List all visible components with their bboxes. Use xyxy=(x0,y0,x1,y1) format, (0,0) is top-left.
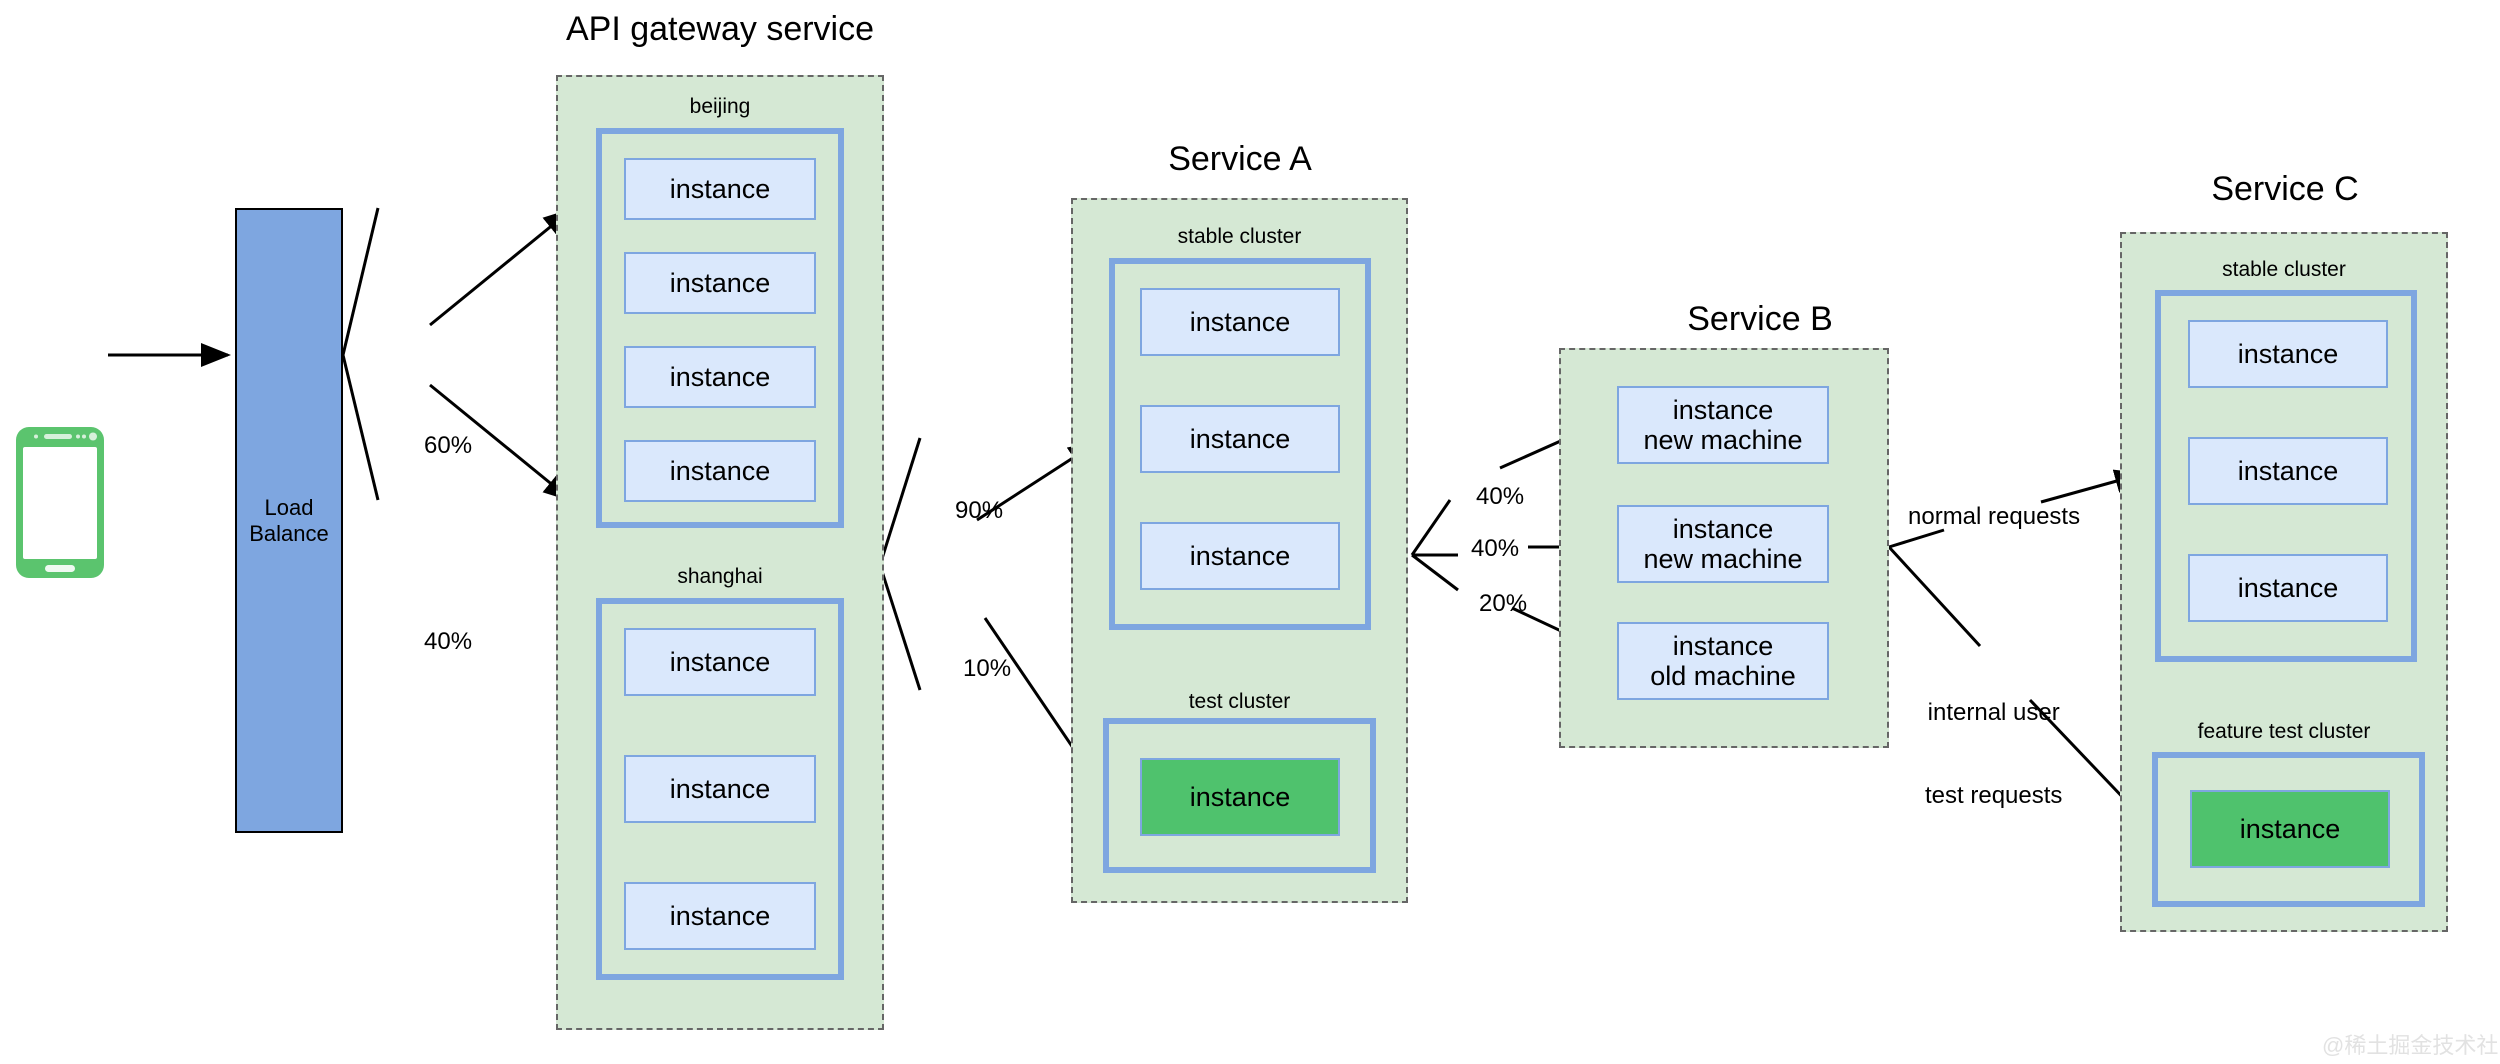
instance-label: instance xyxy=(1189,540,1291,571)
instance-service-c-feature-test-1[interactable]: instance xyxy=(2190,790,2390,868)
instance-label-line1: instance xyxy=(1672,513,1774,544)
instance-service-a-stable-2[interactable]: instance xyxy=(1140,405,1340,473)
instance-label: instance xyxy=(669,646,771,677)
cluster-label-shanghai: shanghai xyxy=(677,565,763,588)
instance-service-c-stable-3[interactable]: instance xyxy=(2188,554,2388,622)
cluster-label-service-c-stable: stable cluster xyxy=(2222,258,2346,281)
instance-service-a-test-1[interactable]: instance xyxy=(1140,758,1340,836)
edge-label-b-to-c-normal-requests: normal requests xyxy=(1908,503,2081,530)
watermark: @稀土掘金技术社区 xyxy=(2322,1033,2500,1058)
group-title-api-gateway-service: API gateway service xyxy=(565,10,875,48)
instance-label-line2: new machine xyxy=(1643,425,1803,455)
instance-label-line2: new machine xyxy=(1643,544,1803,574)
instance-beijing-3[interactable]: instance xyxy=(624,346,816,408)
edge-label-a-to-b-new-1: 40% xyxy=(1476,483,1525,510)
instance-label: instance xyxy=(669,773,771,804)
cluster-label-beijing: beijing xyxy=(689,95,751,118)
instance-service-b-old[interactable]: instance old machine xyxy=(1617,622,1829,700)
instance-service-a-stable-1[interactable]: instance xyxy=(1140,288,1340,356)
load-balance-box[interactable]: Load Balance xyxy=(235,208,343,833)
edge-b-to-c-fan-bot xyxy=(1887,545,1982,648)
instance-shanghai-2[interactable]: instance xyxy=(624,755,816,823)
instance-service-b-new-1[interactable]: instance new machine xyxy=(1617,386,1829,464)
instance-label: instance xyxy=(2237,455,2339,486)
instance-service-a-stable-3[interactable]: instance xyxy=(1140,522,1340,590)
edge-lb-to-shanghai xyxy=(341,354,380,501)
instance-service-b-new-2[interactable]: instance new machine xyxy=(1617,505,1829,583)
instance-label: instance xyxy=(669,455,771,486)
edge-b-to-c-fan-top xyxy=(1888,528,1945,549)
edge-label-a-to-b-old: 20% xyxy=(1479,590,1528,617)
instance-label: instance xyxy=(2239,813,2341,844)
edge-label-lb-to-shanghai: 40% xyxy=(424,628,473,655)
instance-label-line1: instance xyxy=(1672,394,1774,425)
instance-label: instance xyxy=(669,361,771,392)
cluster-label-service-a-test: test cluster xyxy=(1188,690,1291,713)
edge-a-to-b-fan-bot xyxy=(1411,553,1459,592)
group-title-service-b: Service B xyxy=(1687,300,1833,338)
instance-label: instance xyxy=(1189,306,1291,337)
instance-beijing-1[interactable]: instance xyxy=(624,158,816,220)
instance-label-line2: old machine xyxy=(1650,661,1796,691)
instance-label: instance xyxy=(669,267,771,298)
instance-label-line1: instance xyxy=(1672,630,1774,661)
edge-label-gw-to-service-a-test: 10% xyxy=(963,655,1012,682)
load-balance-label-line1: Load xyxy=(264,495,314,521)
instance-label: instance xyxy=(669,900,771,931)
cluster-label-service-c-feature-test: feature test cluster xyxy=(2197,720,2371,743)
instance-label: instance xyxy=(1189,781,1291,812)
instance-beijing-4[interactable]: instance xyxy=(624,440,816,502)
load-balance-label: Load Balance xyxy=(249,495,329,546)
edge-lb-to-beijing xyxy=(341,207,380,356)
instance-shanghai-3[interactable]: instance xyxy=(624,882,816,950)
instance-beijing-2[interactable]: instance xyxy=(624,252,816,314)
edge-gw-to-service-a-test xyxy=(878,564,922,691)
edge-gw-to-service-a-stable xyxy=(878,437,922,566)
edge-label-a-to-b-new-2: 40% xyxy=(1471,535,1520,562)
instance-shanghai-1[interactable]: instance xyxy=(624,628,816,696)
instance-label: instance xyxy=(2237,572,2339,603)
instance-label: instance xyxy=(2237,338,2339,369)
edge-label-line2: test requests xyxy=(1925,781,2063,809)
instance-service-c-stable-2[interactable]: instance xyxy=(2188,437,2388,505)
edge-label-b-to-c-internal-test-requests: internal user test requests xyxy=(1925,644,2062,865)
mobile-phone-icon xyxy=(16,427,104,578)
edge-lb-to-beijing-arrow xyxy=(429,208,574,327)
load-balance-label-line2: Balance xyxy=(249,520,329,546)
client-device xyxy=(14,425,106,580)
group-title-service-c: Service C xyxy=(2211,170,2359,208)
edge-label-line1: internal user xyxy=(1927,699,2060,727)
edge-a-to-b-fan-top xyxy=(1410,499,1452,556)
instance-label: instance xyxy=(669,173,771,204)
instance-service-c-stable-1[interactable]: instance xyxy=(2188,320,2388,388)
cluster-label-service-a-stable: stable cluster xyxy=(1177,225,1302,248)
edge-label-lb-to-beijing: 60% xyxy=(424,432,473,459)
instance-label: instance xyxy=(1189,423,1291,454)
edge-label-gw-to-service-a-stable: 90% xyxy=(955,497,1004,524)
group-title-service-a: Service A xyxy=(1168,140,1312,178)
